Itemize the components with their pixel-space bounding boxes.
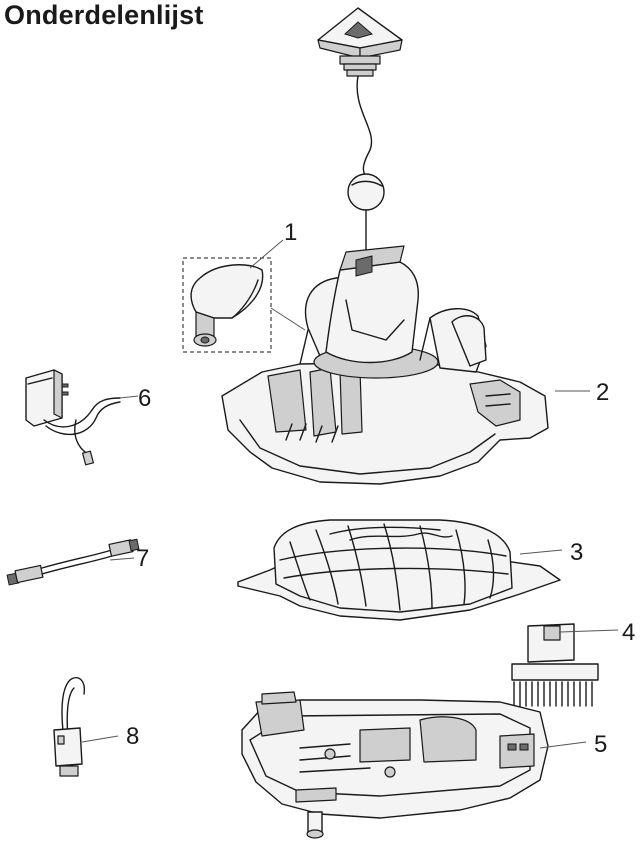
float-assembly <box>317 7 403 251</box>
part-4-brush <box>511 623 619 707</box>
part-5-motor-base <box>241 691 587 839</box>
callout-8: 8 <box>126 723 139 750</box>
callout-3: 3 <box>570 539 583 566</box>
part-1-clip <box>182 257 272 353</box>
part-2-top-cover <box>221 245 590 485</box>
callout-6: 6 <box>138 385 151 412</box>
part-7-connection-cable <box>6 538 140 586</box>
callout-7: 7 <box>136 545 149 572</box>
part-3-filter-basket <box>237 519 563 621</box>
page-title: Onderdelenlijst <box>4 0 204 30</box>
callout-4: 4 <box>622 619 635 646</box>
part-6-power-adapter <box>25 369 139 466</box>
callout-2: 2 <box>596 379 609 406</box>
callout-1: 1 <box>284 219 297 246</box>
part-8-hook-tool <box>53 676 119 777</box>
callout-5: 5 <box>594 731 607 758</box>
